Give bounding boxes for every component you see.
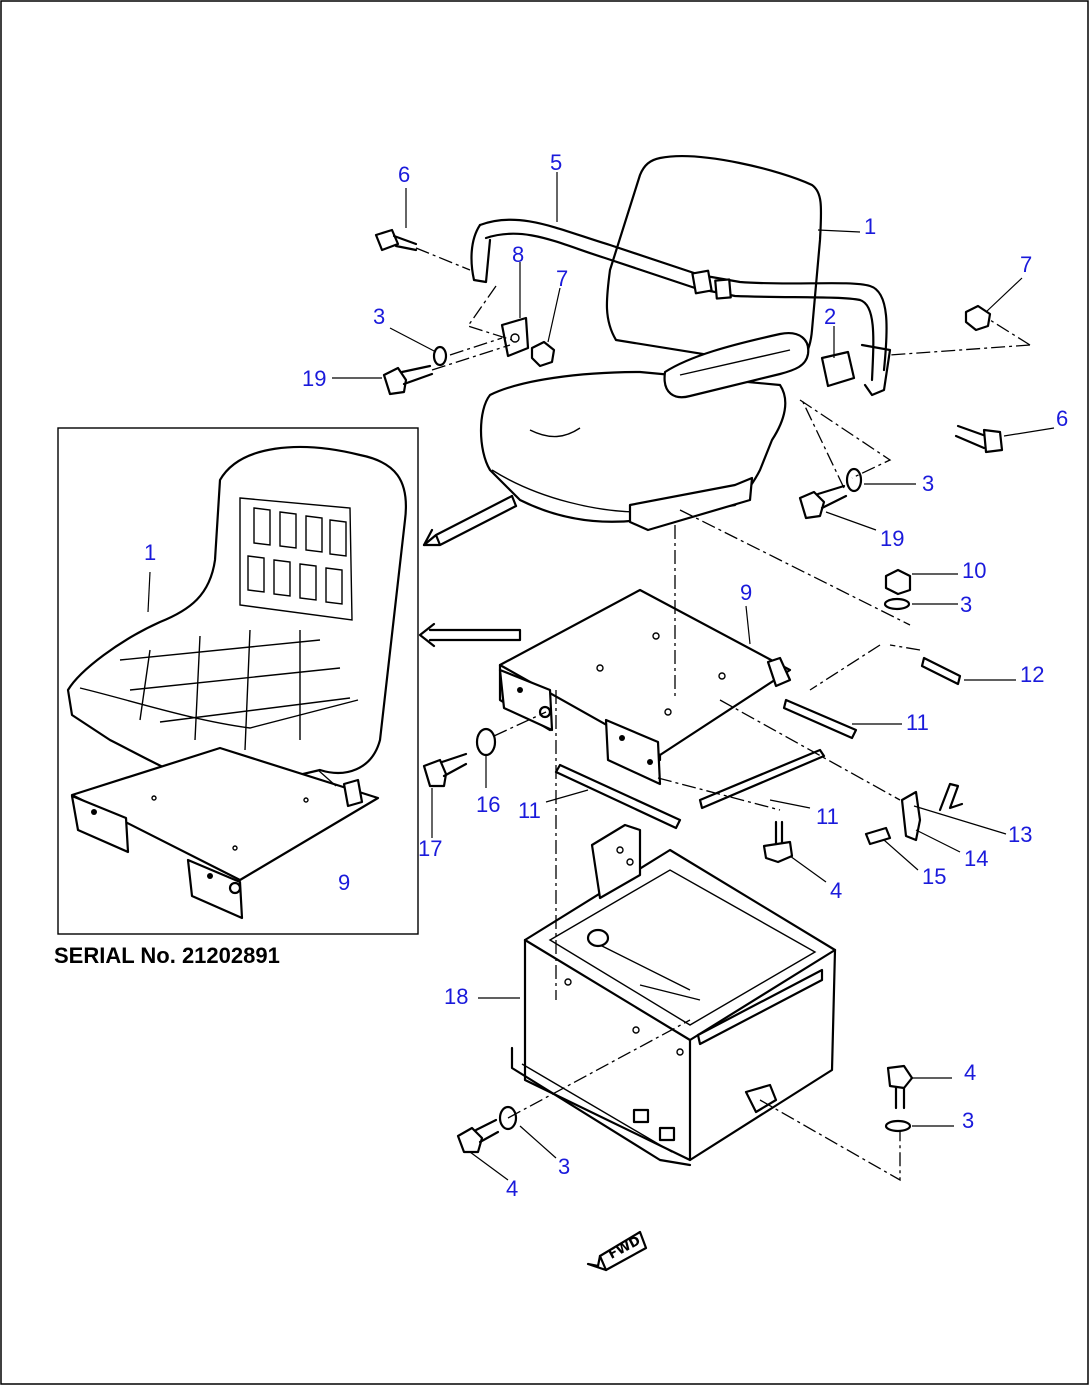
callout-12: 12 [1020,662,1044,687]
callout-15: 15 [922,864,946,889]
callout-3-e: 3 [558,1154,570,1179]
bolt-17 [422,752,468,788]
spring-13 [938,782,964,812]
callout-9-inset: 9 [338,870,350,895]
callout-11-a: 11 [906,710,929,735]
callout-16: 16 [476,792,500,817]
nut-7-left [530,340,556,368]
bracket-8 [500,316,530,358]
bolt-4-right [886,1064,914,1110]
callout-2: 2 [824,304,836,329]
callout-19-a: 19 [302,366,326,391]
washer-3-right-lower [884,1119,912,1133]
pin-12 [920,656,962,686]
callout-4-b: 4 [964,1060,976,1085]
callout-11-b: 11 [518,798,541,823]
callout-6-a: 6 [398,162,410,187]
washer-3-right [845,467,863,493]
callout-3-b: 3 [922,471,934,496]
washer-16 [475,727,497,757]
rail-11-b [554,763,682,830]
bolt-6-right [954,424,1004,454]
nut-7-right [964,304,992,332]
callout-3-c: 3 [960,592,972,617]
assembly-lines [415,247,1031,1182]
fwd-arrow [586,1230,648,1272]
callout-6-b: 6 [1056,406,1068,431]
callout-3-d: 3 [962,1108,974,1133]
pin-15 [864,826,892,846]
callout-4-c: 4 [506,1176,518,1201]
bolt-19-left [382,364,434,396]
seat-main [479,155,823,532]
direction-arrow-upper [422,494,518,547]
bolt-4-center [762,820,794,864]
callout-17: 17 [418,836,442,861]
callout-19-b: 19 [880,526,904,551]
mount-plate-main [498,588,792,786]
rail-11-c [698,748,826,810]
callout-9-main: 9 [740,580,752,605]
direction-arrow-lower [418,622,522,648]
serial-number-label: SERIAL No. 21202891 [54,943,280,968]
callout-8: 8 [512,242,524,267]
callout-4-a: 4 [830,878,842,903]
leader-lines [147,172,1055,1181]
callout-5: 5 [550,150,562,175]
callout-7-a: 7 [556,266,568,291]
bolt-19-right [798,484,848,520]
callout-1-inset: 1 [144,540,156,565]
callout-10: 10 [962,558,986,583]
bolt-6-left [374,228,418,252]
callout-18: 18 [444,984,468,1009]
rail-11-a [782,698,858,740]
washer-3-nut10 [883,597,911,611]
seat-box [510,823,837,1167]
callout-1-main: 1 [864,214,876,239]
callout-7-b: 7 [1020,252,1032,277]
callout-14: 14 [964,846,988,871]
bolt-4-left [456,1118,500,1154]
lever-14 [900,790,922,842]
callout-labels: 1 1 2 3 3 3 3 3 4 4 4 5 6 6 7 7 8 9 9 10… [144,150,1068,1201]
nut-10 [884,568,912,596]
bracket-2 [820,350,856,388]
inset-panel [57,427,419,935]
callout-13: 13 [1008,822,1032,847]
washer-3-left [432,345,448,367]
seat-belt [470,218,892,397]
callout-3-a: 3 [373,304,385,329]
callout-11-c: 11 [816,804,839,829]
